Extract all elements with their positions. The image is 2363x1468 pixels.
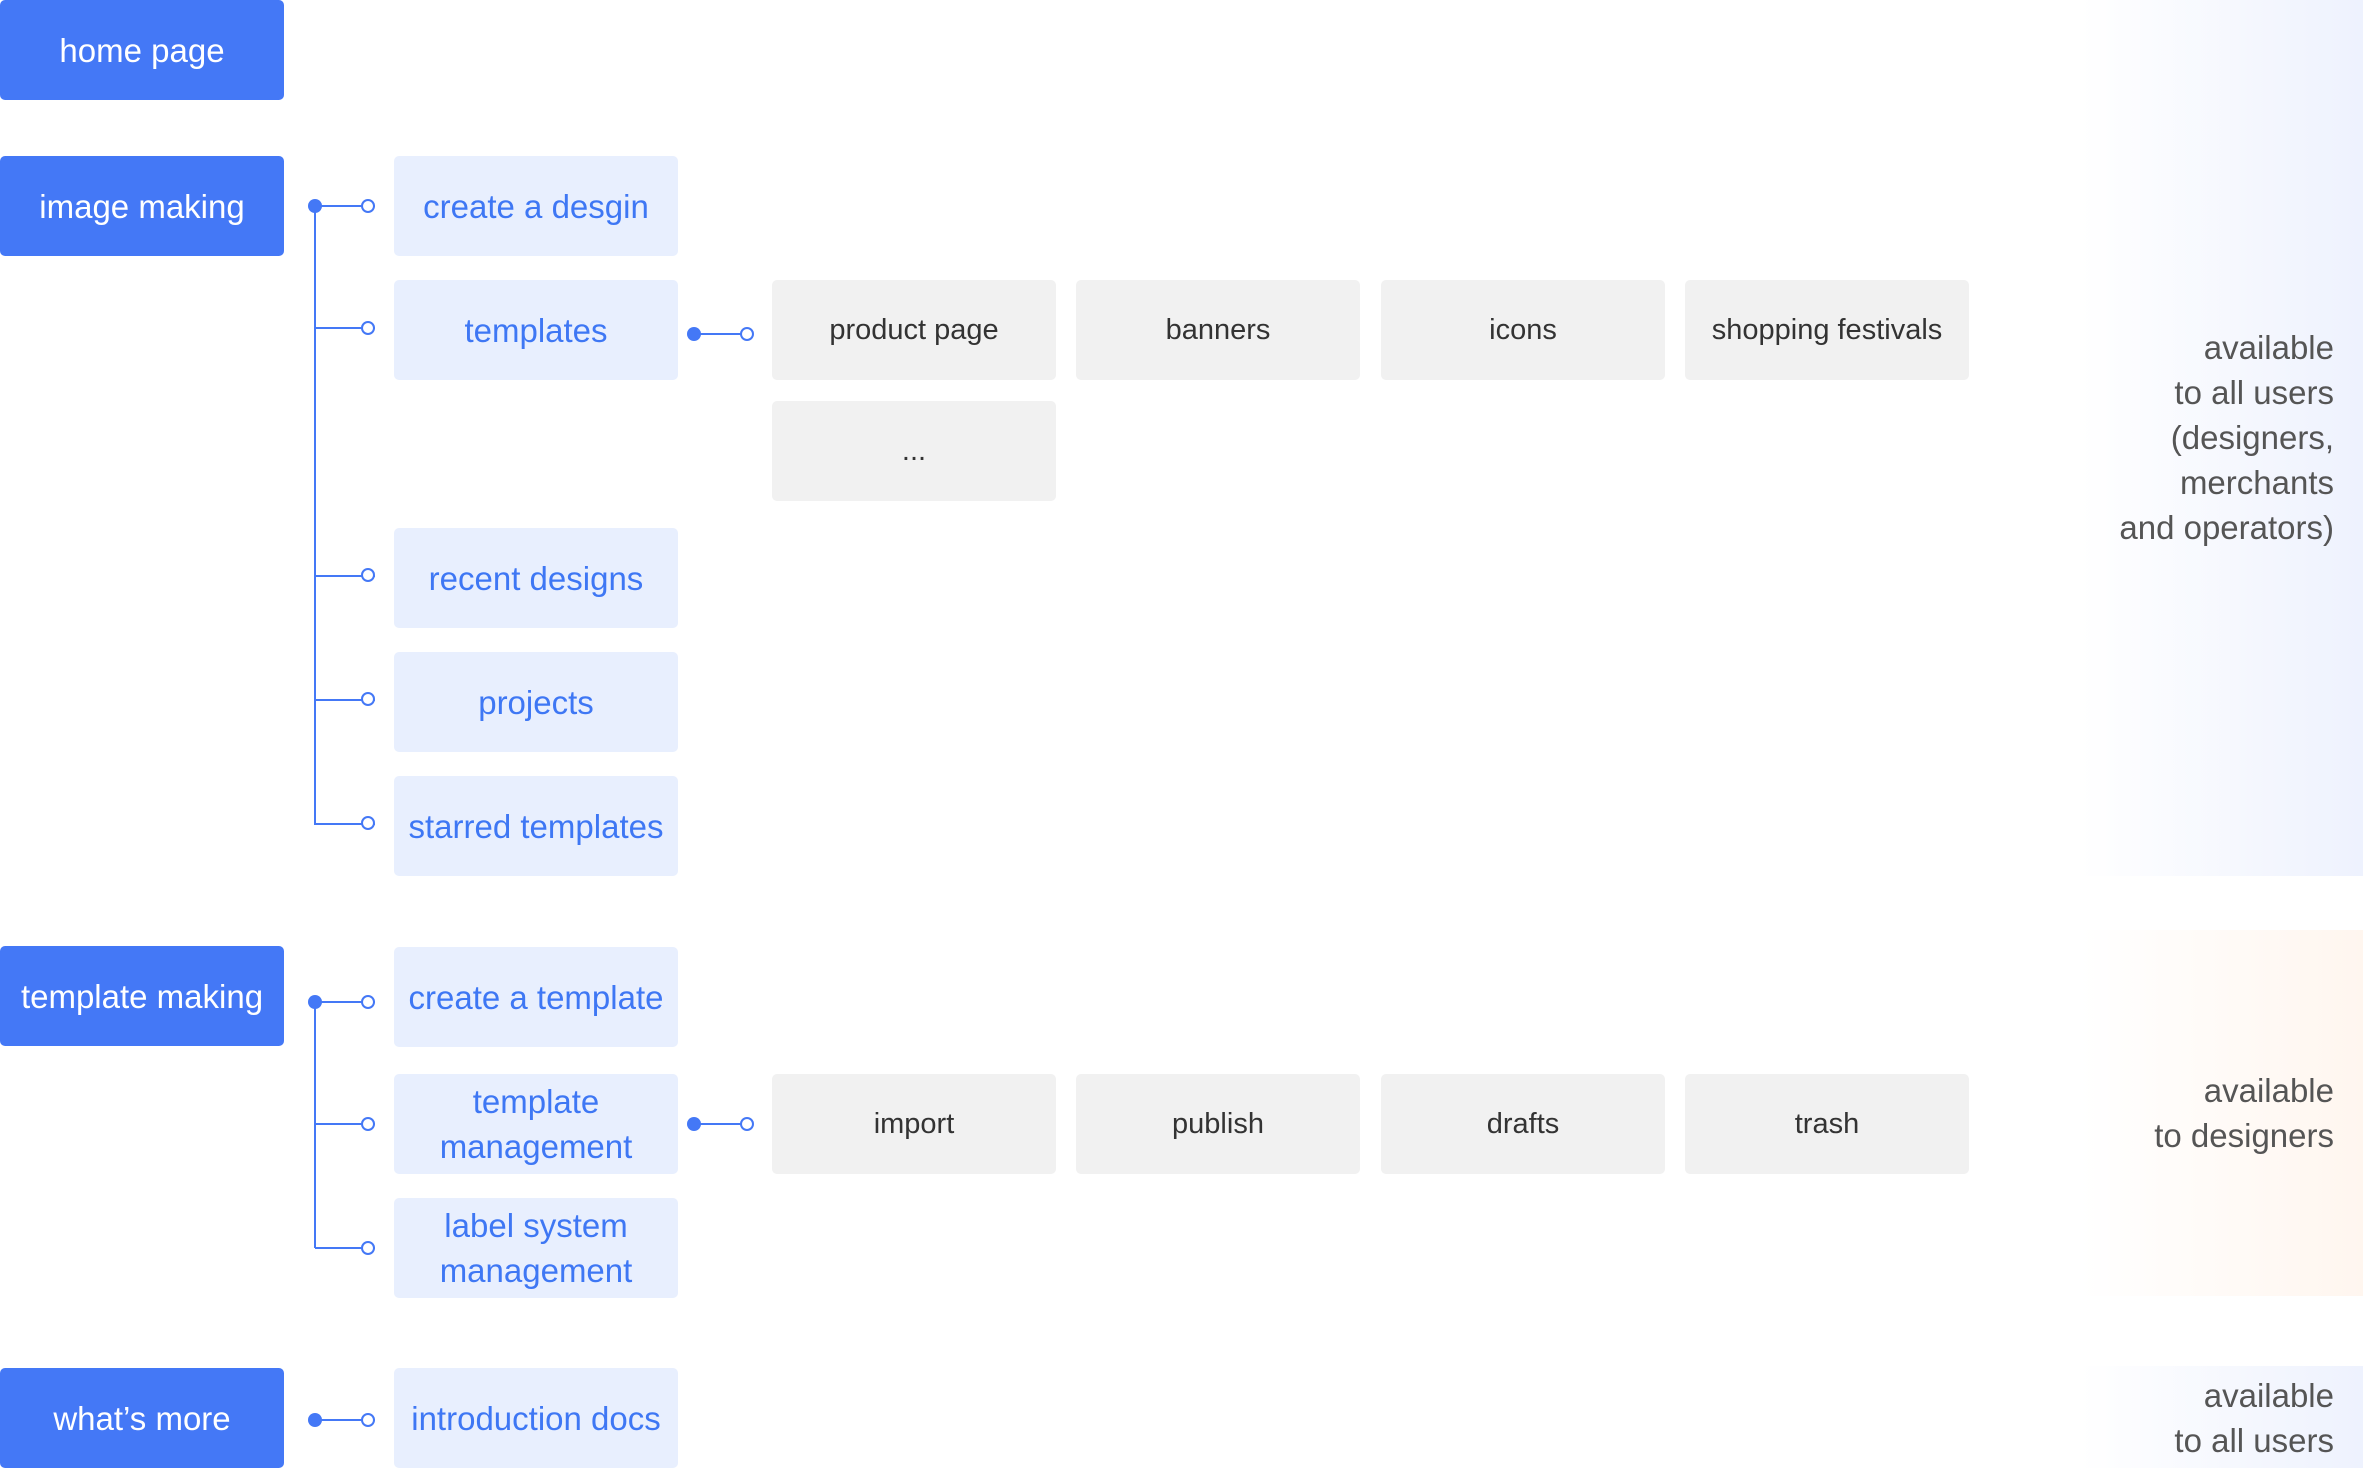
node-image-making: image making [0, 156, 284, 256]
availability-note-all-users-2: available to all users [2174, 1377, 2334, 1459]
connector-end-ring [361, 321, 375, 335]
availability-note-designers: available to designers [2154, 1072, 2334, 1154]
connector-branch [315, 1123, 375, 1125]
leaf-product-page: product page [772, 280, 1056, 380]
connector-end-ring [361, 1241, 375, 1255]
connector-branch [694, 1123, 748, 1125]
connector-trunk-image-making [314, 205, 316, 825]
node-template-making: template making [0, 946, 284, 1046]
availability-tint-designers [2080, 930, 2363, 1296]
node-introduction-docs: introduction docs [394, 1368, 678, 1468]
connector-branch [315, 1419, 375, 1421]
connector-end-ring [740, 1117, 754, 1131]
node-create-a-design: create a desgin [394, 156, 678, 256]
leaf-trash: trash [1685, 1074, 1969, 1174]
availability-tint-all-users [2080, 0, 2363, 876]
node-projects: projects [394, 652, 678, 752]
connector-end-ring [361, 995, 375, 1009]
connector-end-ring [361, 1413, 375, 1427]
connector-branch [315, 1247, 375, 1249]
connector-end-ring [361, 568, 375, 582]
connector-branch [315, 699, 375, 701]
availability-tint-all-users-2 [2080, 1366, 2363, 1468]
node-template-management: template management [394, 1074, 678, 1174]
leaf-icons: icons [1381, 280, 1665, 380]
connector-end-ring [361, 1117, 375, 1131]
connector-end-ring [361, 816, 375, 830]
availability-note-all-users: available to all users (designers, merch… [2119, 329, 2334, 546]
connector-branch [315, 327, 375, 329]
node-starred-templates: starred templates [394, 776, 678, 876]
leaf-publish: publish [1076, 1074, 1360, 1174]
leaf-import: import [772, 1074, 1056, 1174]
connector-end-ring [740, 327, 754, 341]
node-label-system-management: label system management [394, 1198, 678, 1298]
connector-branch [315, 205, 375, 207]
connector-branch [315, 1001, 375, 1003]
leaf-banners: banners [1076, 280, 1360, 380]
connector-branch [694, 333, 748, 335]
node-create-a-template: create a template [394, 947, 678, 1047]
leaf-shopping-festivals: shopping festivals [1685, 280, 1969, 380]
connector-end-ring [361, 199, 375, 213]
node-home-page: home page [0, 0, 284, 100]
connector-branch [315, 823, 375, 825]
node-templates: templates [394, 280, 678, 380]
connector-branch [315, 575, 375, 577]
leaf-more: ... [772, 401, 1056, 501]
node-recent-designs: recent designs [394, 528, 678, 628]
node-whats-more: what’s more [0, 1368, 284, 1468]
leaf-drafts: drafts [1381, 1074, 1665, 1174]
connector-end-ring [361, 692, 375, 706]
